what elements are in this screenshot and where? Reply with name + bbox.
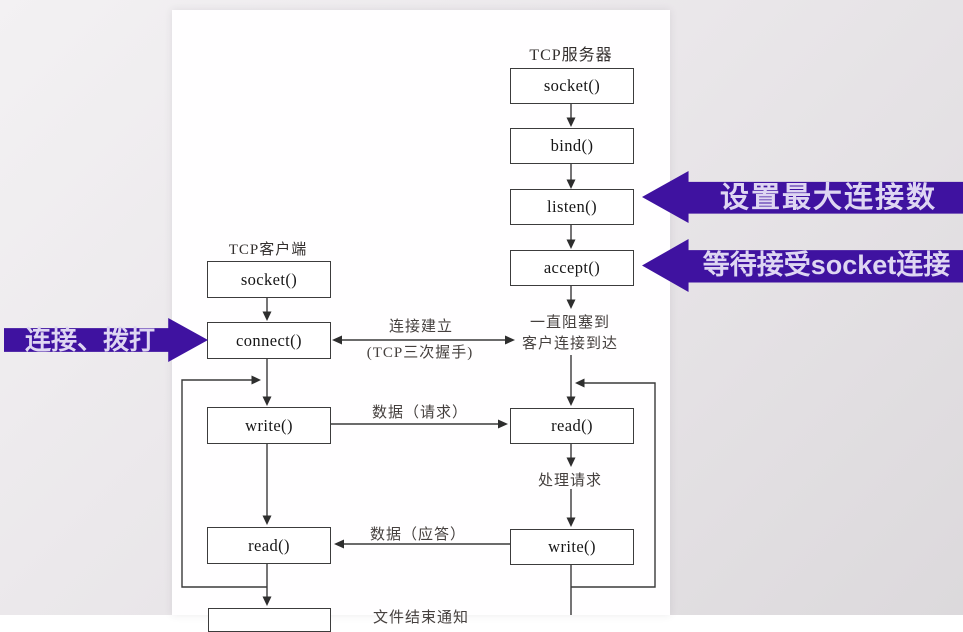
server-box-listen: listen() <box>510 189 634 225</box>
server-box-socket: socket() <box>510 68 634 104</box>
client-box-write: write() <box>207 407 331 444</box>
client-box-socket: socket() <box>207 261 331 298</box>
callout-listen: 设置最大连接数 <box>642 171 963 223</box>
callout-accept-label: 等待接受socket连接 <box>702 250 951 280</box>
callout-connect: 连接、拨打 <box>4 318 208 362</box>
client-box-connect: connect() <box>207 322 331 359</box>
server-box-read: read() <box>510 408 634 444</box>
callout-listen-label: 设置最大连接数 <box>719 182 937 214</box>
blocking-note-line2: 客户连接到达 <box>521 336 619 352</box>
data-request-label: 数据（请求） <box>371 405 469 421</box>
blocking-note-line1: 一直阻塞到 <box>529 315 611 331</box>
handshake-label-line1: 连接建立 <box>388 319 454 335</box>
server-box-write: write() <box>510 529 634 565</box>
server-box-accept: accept() <box>510 250 634 286</box>
data-response-label: 数据（应答） <box>369 527 467 543</box>
process-request-note: 处理请求 <box>537 473 603 489</box>
callout-connect-label: 连接、拨打 <box>24 325 155 355</box>
client-title: TCP客户端 <box>228 242 308 258</box>
server-title: TCP服务器 <box>529 47 613 64</box>
client-box-read: read() <box>207 527 331 564</box>
eof-note-clipped: 文件结束通知 <box>372 610 470 626</box>
handshake-label-line2: (TCP三次握手) <box>366 345 474 361</box>
server-box-bind: bind() <box>510 128 634 164</box>
callout-accept: 等待接受socket连接 <box>642 239 963 292</box>
client-box-bottom-clipped <box>208 608 331 632</box>
